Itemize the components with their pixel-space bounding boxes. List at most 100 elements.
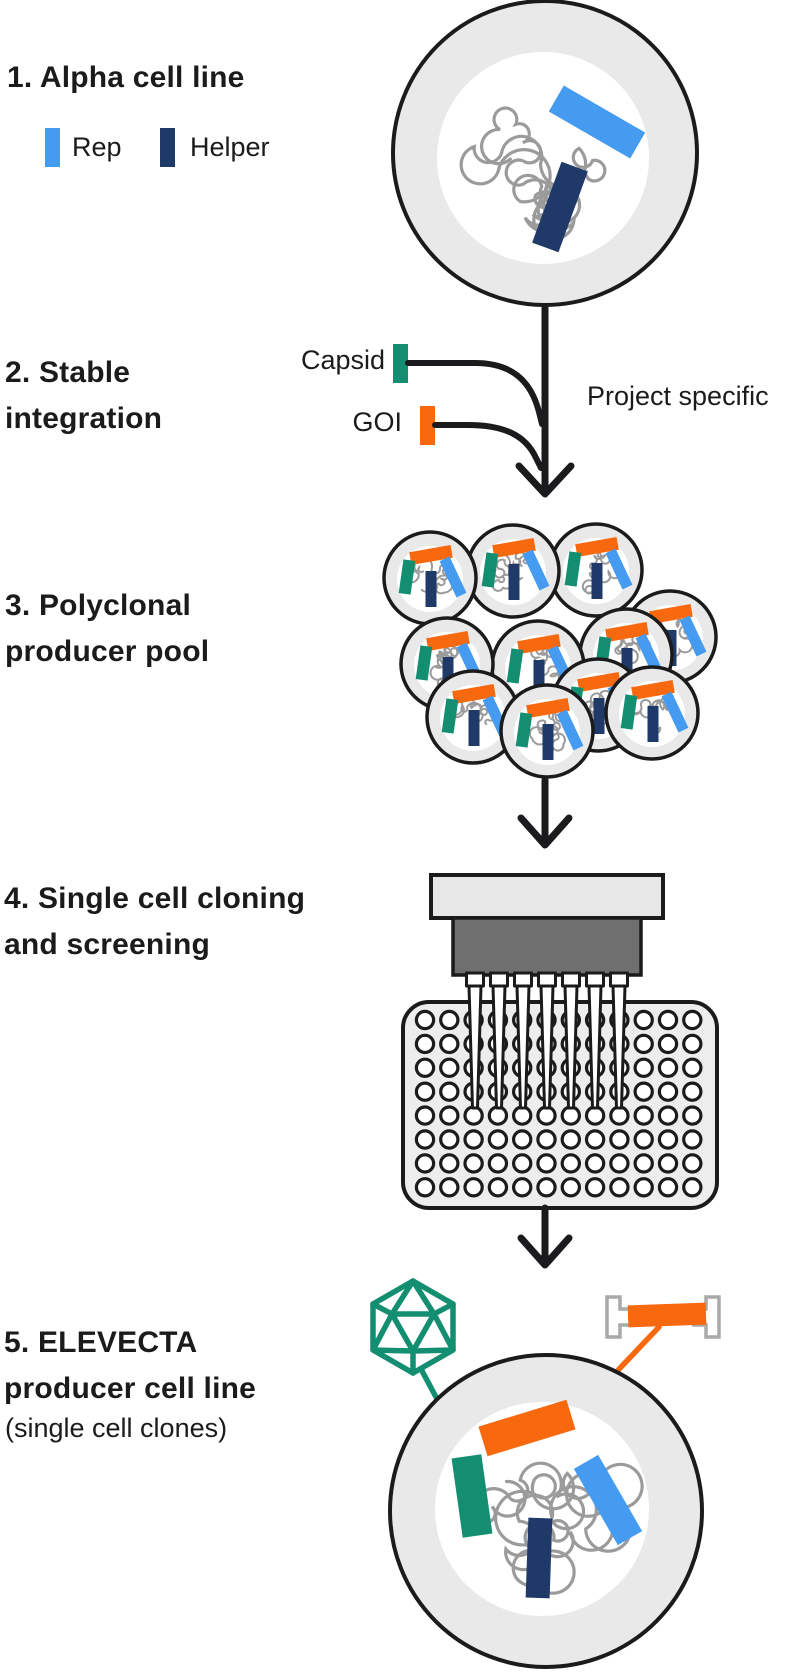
capsid-gene-swatch: [393, 344, 408, 383]
pool-cell: [465, 523, 561, 619]
plate-well: [609, 1177, 630, 1198]
pool-cell: [604, 665, 700, 761]
rep-gene-bar: [522, 549, 550, 591]
rep-gene-bar: [548, 85, 646, 159]
capsid-gene-bar: [398, 559, 416, 595]
flow-arrow-1: [515, 304, 575, 498]
plate-well: [463, 1153, 484, 1174]
goi-label: GOI: [352, 407, 402, 437]
goi-gene-bar: [492, 537, 536, 559]
goi-gene-bar: [605, 621, 649, 643]
plate-well: [609, 1129, 630, 1150]
single-cell-dispenser: [429, 873, 665, 977]
chromatin-squiggle: [473, 1461, 644, 1595]
plate-well: [657, 1129, 679, 1150]
plate-well: [536, 1105, 557, 1126]
rep-gene-bar: [573, 1454, 643, 1546]
plate-well: [633, 1081, 654, 1102]
plate-well: [682, 1033, 703, 1055]
plate-well: [439, 1081, 460, 1102]
plate-well: [584, 1177, 606, 1198]
chromatin-squiggle: [528, 709, 567, 752]
rep-gene-bar: [556, 709, 584, 751]
rep-gene-bar: [605, 548, 633, 590]
plate-well: [633, 1057, 654, 1079]
producer-cell: [388, 1353, 704, 1669]
helper-gene-bar: [593, 698, 605, 734]
pipette-tip: [465, 971, 485, 1110]
plate-well: [463, 1105, 484, 1126]
helper-gene-bar: [542, 724, 554, 760]
helper-gene-bar: [532, 161, 588, 253]
plate-well: [463, 1129, 484, 1150]
helper-gene-bar: [425, 571, 437, 607]
polyclonal-pool: [382, 522, 718, 779]
helper-gene-bar: [621, 648, 633, 684]
plate-well: [633, 1033, 654, 1055]
plate-well: [414, 1057, 436, 1079]
helper-gene-bar: [533, 660, 545, 696]
pipette-tip: [489, 971, 509, 1110]
flow-arrow-2: [517, 776, 573, 849]
step2-line2: integration: [5, 402, 163, 435]
goi-gene-bar: [631, 679, 675, 701]
pipette-tip: [585, 971, 605, 1110]
goi-connector-line: [432, 422, 544, 471]
plate-well: [439, 1105, 460, 1126]
step1-title: 1. Alpha cell line: [7, 61, 245, 94]
step5-title: 5. ELEVECTA producer cell line: [4, 1320, 256, 1412]
capsid-gene-bar: [564, 551, 582, 587]
helper-gene-bar: [647, 706, 659, 742]
capsid-gene-bar: [451, 1454, 493, 1538]
plate-well: [536, 1177, 557, 1198]
plate-well: [609, 1153, 630, 1174]
plate-well: [560, 1177, 582, 1198]
step3-line1: 3. Polyclonal: [5, 589, 191, 622]
pool-cell: [499, 683, 595, 779]
step3-title: 3. Polyclonal producer pool: [5, 583, 209, 675]
helper-gene-bar: [468, 710, 480, 746]
flow-arrow-3: [517, 1204, 573, 1269]
rep-gene-bar: [635, 633, 663, 675]
goi-gene-bar: [426, 630, 470, 652]
plate-well: [657, 1153, 679, 1174]
plate-well: [657, 1081, 679, 1102]
plate-well: [657, 1009, 679, 1031]
helper-gene-bar: [508, 564, 520, 600]
plate-well: [633, 1177, 654, 1198]
step5-line2: producer cell line: [4, 1372, 257, 1405]
helper-legend-label: Helper: [190, 132, 270, 162]
pipette-tip: [561, 971, 581, 1110]
plate-well: [682, 1177, 703, 1198]
pool-cell: [548, 522, 644, 618]
plate-well: [439, 1033, 460, 1055]
plate-well: [487, 1177, 509, 1198]
chromatin-squiggle: [429, 644, 460, 689]
goi-gene-bar: [577, 671, 621, 693]
goi-gene-bar: [575, 536, 619, 558]
step2-title: 2. Stable integration: [5, 350, 162, 442]
plate-well: [584, 1129, 606, 1150]
plate-well: [682, 1009, 703, 1031]
step3-line2: producer pool: [5, 635, 210, 668]
capsid-connector-line: [405, 360, 545, 427]
plate-well: [657, 1177, 679, 1198]
plate-well: [512, 1177, 533, 1198]
step5-subtitle: (single cell clones): [5, 1413, 228, 1443]
plate-well: [682, 1129, 703, 1150]
dispenser-top-block: [429, 873, 665, 920]
capsid-label: Capsid: [300, 345, 385, 375]
plate-well: [633, 1009, 654, 1031]
helper-gene-bar: [591, 563, 603, 599]
pipette-tip: [537, 971, 557, 1110]
plate-well: [682, 1105, 703, 1126]
plate-well: [560, 1105, 582, 1126]
plate-well: [439, 1057, 460, 1079]
alpha-cell: [391, 0, 699, 307]
plate-well: [584, 1105, 606, 1126]
plate-well: [584, 1153, 606, 1174]
step4-line2: and screening: [4, 928, 210, 961]
plate-well: [414, 1009, 436, 1031]
goi-gene-swatch: [420, 406, 435, 445]
